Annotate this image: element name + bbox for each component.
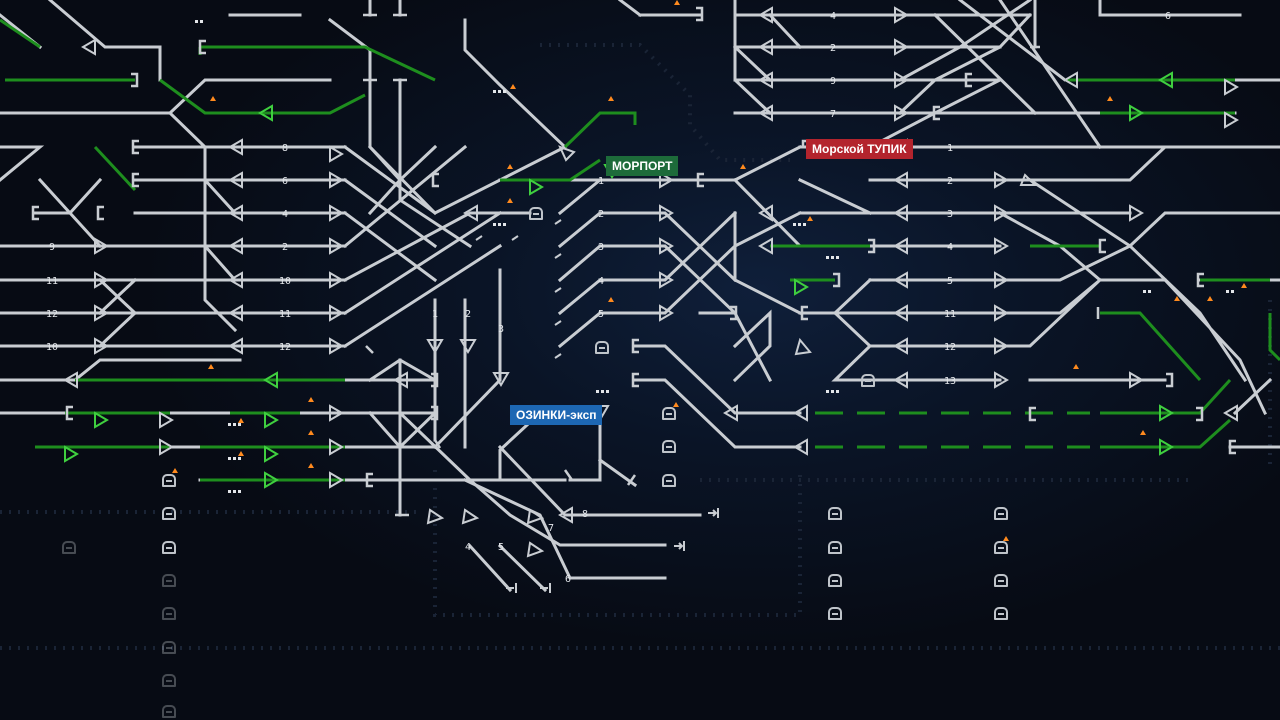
- signals[interactable]: [63, 6, 1239, 558]
- far-left-track-number: 11: [46, 276, 58, 287]
- depot-icon[interactable]: [828, 607, 842, 620]
- top-far-right-track-number: 6: [1165, 11, 1171, 22]
- left-track-number: 6: [282, 176, 288, 187]
- right-track-number: 13: [944, 376, 956, 387]
- left-track-number: 11: [279, 309, 291, 320]
- train-markers[interactable]: [195, 20, 1234, 493]
- depot-icon[interactable]: [162, 674, 176, 687]
- right-track-number: 2: [947, 176, 953, 187]
- top-right-track-number: 4: [830, 11, 836, 22]
- bottom-track-number: 7: [548, 523, 554, 534]
- top-right-track-number: 7: [830, 109, 836, 120]
- ozinki-track-number: 3: [498, 324, 504, 335]
- morport-track-number: 2: [598, 209, 604, 220]
- right-track-number: 11: [944, 309, 956, 320]
- depot-icon[interactable]: [828, 507, 842, 520]
- track-numbers: 8 6 4 2 10 11 12 9 11 12 10 1 2 3 4 5 1 …: [46, 11, 1171, 585]
- far-left-track-number: 10: [46, 342, 58, 353]
- left-track-number: 4: [282, 209, 288, 220]
- right-track-number: 1: [947, 143, 953, 154]
- left-track-number: 2: [282, 242, 288, 253]
- depot-icon[interactable]: [162, 574, 176, 587]
- morport-track-number: 1: [598, 176, 604, 187]
- bottom-track-number: 4: [465, 542, 471, 553]
- track-lines: [0, 0, 1280, 593]
- depot-icon[interactable]: [162, 474, 176, 487]
- depot-icon[interactable]: [529, 207, 543, 220]
- left-track-number: 8: [282, 143, 288, 154]
- depot-icon[interactable]: [994, 541, 1008, 554]
- right-track-number: 4: [947, 242, 953, 253]
- right-track-number: 12: [944, 342, 956, 353]
- depot-icon[interactable]: [162, 705, 176, 718]
- left-track-number: 10: [279, 276, 291, 287]
- left-track-number: 12: [279, 342, 291, 353]
- depot-icon[interactable]: [662, 407, 676, 420]
- depot-icon[interactable]: [861, 374, 875, 387]
- far-left-track-number: 12: [46, 309, 58, 320]
- depot-icon[interactable]: [994, 607, 1008, 620]
- depot-icon[interactable]: [994, 574, 1008, 587]
- ozinki-track-number: 1: [432, 309, 438, 320]
- depot-icon[interactable]: [994, 507, 1008, 520]
- depot-icon[interactable]: [162, 507, 176, 520]
- depot-icon[interactable]: [62, 541, 76, 554]
- depot-icon[interactable]: [162, 541, 176, 554]
- depot-icon[interactable]: [662, 474, 676, 487]
- route-end-arrows: [475, 219, 719, 593]
- morport-track-number: 5: [598, 309, 604, 320]
- station-label-morskoy-tupik[interactable]: Морской ТУПИК: [806, 139, 913, 159]
- top-right-track-number: 9: [830, 76, 836, 87]
- depot-icon[interactable]: [662, 440, 676, 453]
- occupied-routes: [0, 18, 1280, 482]
- depot-icon[interactable]: [828, 541, 842, 554]
- bottom-track-number: 8: [582, 509, 588, 520]
- right-track-number: 3: [947, 209, 953, 220]
- bottom-track-number: 6: [565, 574, 571, 585]
- right-track-number: 5: [947, 276, 953, 287]
- depot-icon[interactable]: [828, 574, 842, 587]
- station-label-ozinki[interactable]: ОЗИНКИ-эксп: [510, 405, 603, 425]
- depot-icon[interactable]: [162, 607, 176, 620]
- morport-track-number: 4: [598, 276, 604, 287]
- ozinki-track-number: 2: [465, 309, 471, 320]
- depot-icon[interactable]: [595, 341, 609, 354]
- far-left-track-number: 9: [49, 242, 55, 253]
- buffer-stops: [31, 6, 1236, 517]
- station-label-morport[interactable]: МОРПОРТ: [606, 156, 679, 176]
- top-right-track-number: 2: [830, 43, 836, 54]
- bottom-track-number: 5: [498, 542, 504, 553]
- depot-icon[interactable]: [162, 641, 176, 654]
- morport-track-number: 3: [598, 242, 604, 253]
